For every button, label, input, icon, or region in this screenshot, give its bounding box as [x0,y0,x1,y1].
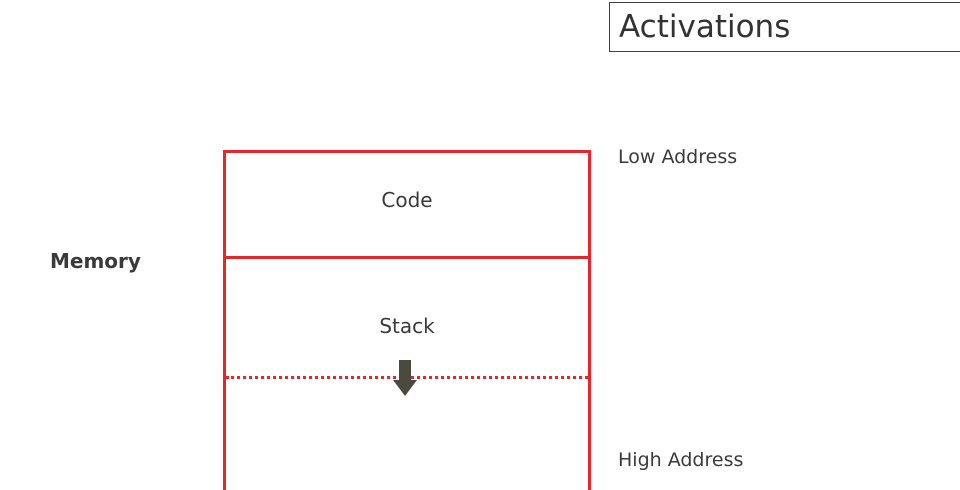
memory-box [223,150,591,490]
down-arrow-icon [393,360,417,402]
slide-title-text: Activations [619,9,791,45]
code-segment-label: Code [381,188,433,212]
code-stack-divider [223,256,591,259]
low-address-label: Low Address [618,146,738,168]
memory-label: Memory [50,249,141,273]
slide-title: Activations [609,2,960,52]
high-address-label: High Address [618,449,744,471]
stack-segment-label: Stack [379,314,435,338]
